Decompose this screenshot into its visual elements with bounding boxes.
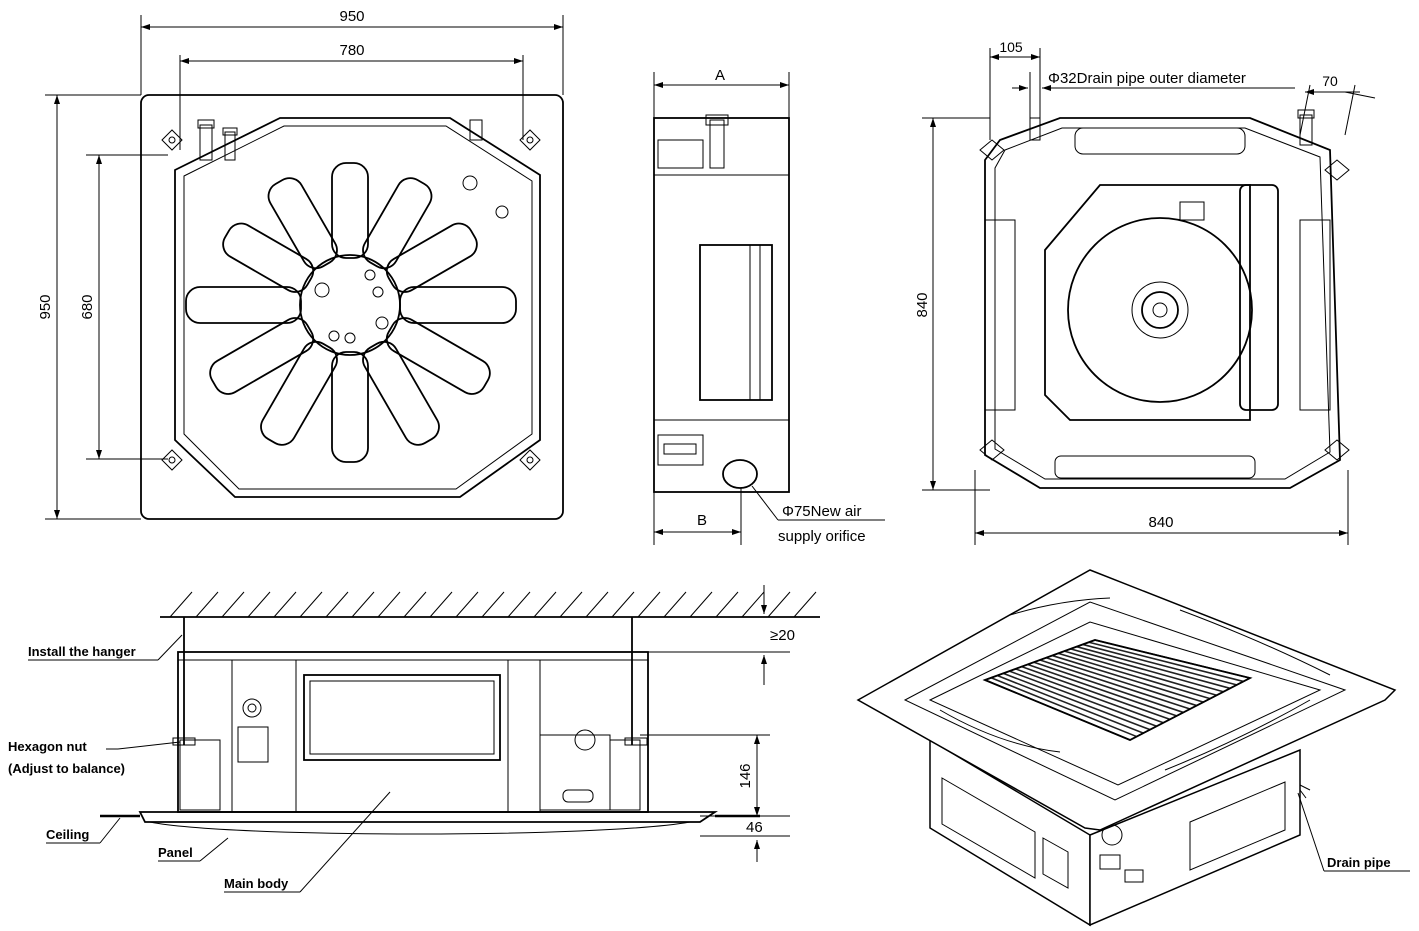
dim-840-height: 840 [914, 292, 931, 317]
radial-ribs [185, 162, 517, 463]
dim-950-height: 950 [37, 294, 54, 319]
panel-outline [140, 94, 564, 520]
dim-680-height: 680 [79, 294, 96, 319]
isometric-view: Drain pipe [856, 569, 1410, 927]
side-body [653, 117, 790, 493]
installation-elevation: ≥20 146 46 Install the hanger Hexagon nu… [8, 585, 820, 893]
grille-line [996, 674, 1144, 734]
pipe-connector-icon [197, 119, 483, 161]
hatch-line [325, 591, 349, 618]
label-install-hanger: Install the hanger [28, 644, 136, 659]
label-main-body: Main body [224, 876, 289, 891]
hatch-line [611, 591, 635, 618]
hatch-line [559, 591, 583, 618]
hatch-line [377, 591, 401, 618]
grille-line [990, 677, 1137, 738]
hatch-line [507, 591, 531, 618]
hatch-line [481, 591, 505, 618]
label-hexagon-nut-note: (Adjust to balance) [8, 761, 125, 776]
hanger-bracket-icon [979, 139, 1350, 461]
pipe-connector-icon [1029, 109, 1315, 146]
bottom-view: 105 Φ32Drain pipe outer diameter 70 840 … [914, 39, 1376, 545]
grille-line [1009, 670, 1157, 727]
hatch-line [663, 591, 687, 618]
body-outline [174, 117, 541, 498]
grille-line [1051, 654, 1204, 703]
grille-line [1082, 643, 1237, 686]
dim-840-width: 840 [1148, 514, 1173, 531]
hatch-line [195, 591, 219, 618]
top-view: 950 780 950 680 [37, 8, 564, 520]
dim-146: 146 [737, 763, 754, 788]
dim-70: 70 [1322, 73, 1338, 89]
hatch-line [403, 591, 427, 618]
hatch-line [637, 591, 661, 618]
hatch-line [715, 591, 739, 618]
slab-hatching [169, 591, 817, 618]
hatch-line [299, 591, 323, 618]
grille-line [1003, 672, 1151, 731]
grille-line [1021, 665, 1171, 721]
grille-line [1027, 663, 1177, 717]
hatch-line [585, 591, 609, 618]
hatch-line [247, 591, 271, 618]
panel-plate [138, 811, 718, 823]
dim-46: 46 [746, 819, 763, 836]
side-view: A B Φ75New air supply orifice [653, 67, 885, 545]
dim-a: A [715, 67, 725, 84]
main-body-box [177, 651, 649, 813]
label-hexagon-nut: Hexagon nut [8, 739, 87, 754]
grille-line [1033, 661, 1184, 714]
grille-line [1064, 650, 1217, 696]
hatch-line [221, 591, 245, 618]
grille-line [1070, 648, 1224, 693]
grille-line [1058, 652, 1211, 700]
air-supply-orifice [722, 459, 758, 489]
hatch-line [741, 591, 765, 618]
grille-line [1088, 641, 1244, 683]
air-supply-label-line2: supply orifice [778, 528, 866, 545]
hanger-bracket-icon [161, 129, 541, 471]
fan-housing [1044, 184, 1251, 421]
hatch-line [273, 591, 297, 618]
control-box [1239, 184, 1279, 411]
hatch-line [455, 591, 479, 618]
hatch-line [533, 591, 557, 618]
label-panel: Panel [158, 845, 193, 860]
dim-780-width: 780 [339, 42, 364, 59]
grille-mesh [990, 641, 1244, 738]
fan-hub [299, 254, 401, 356]
dim-105: 105 [999, 39, 1023, 55]
fan-circle [1067, 217, 1253, 403]
hatch-line [351, 591, 375, 618]
dim-clearance-top: ≥20 [770, 627, 795, 644]
main-body-window [303, 674, 501, 761]
grille-line [1039, 659, 1191, 710]
hatch-line [689, 591, 713, 618]
hatch-line [169, 591, 193, 618]
side-opening [699, 244, 773, 401]
label-drain-pipe: Drain pipe [1327, 855, 1391, 870]
hatch-line [793, 591, 817, 618]
hatch-line [767, 591, 791, 618]
grille-line [1045, 657, 1197, 707]
dim-950-width: 950 [339, 8, 364, 25]
dim-b: B [697, 512, 707, 529]
drain-pipe-note: Φ32Drain pipe outer diameter [1048, 70, 1246, 87]
grille-line [1076, 645, 1231, 690]
label-ceiling: Ceiling [46, 827, 89, 842]
grille-line [1015, 668, 1164, 724]
air-supply-label-line1: Φ75New air [782, 503, 862, 520]
hatch-line [429, 591, 453, 618]
